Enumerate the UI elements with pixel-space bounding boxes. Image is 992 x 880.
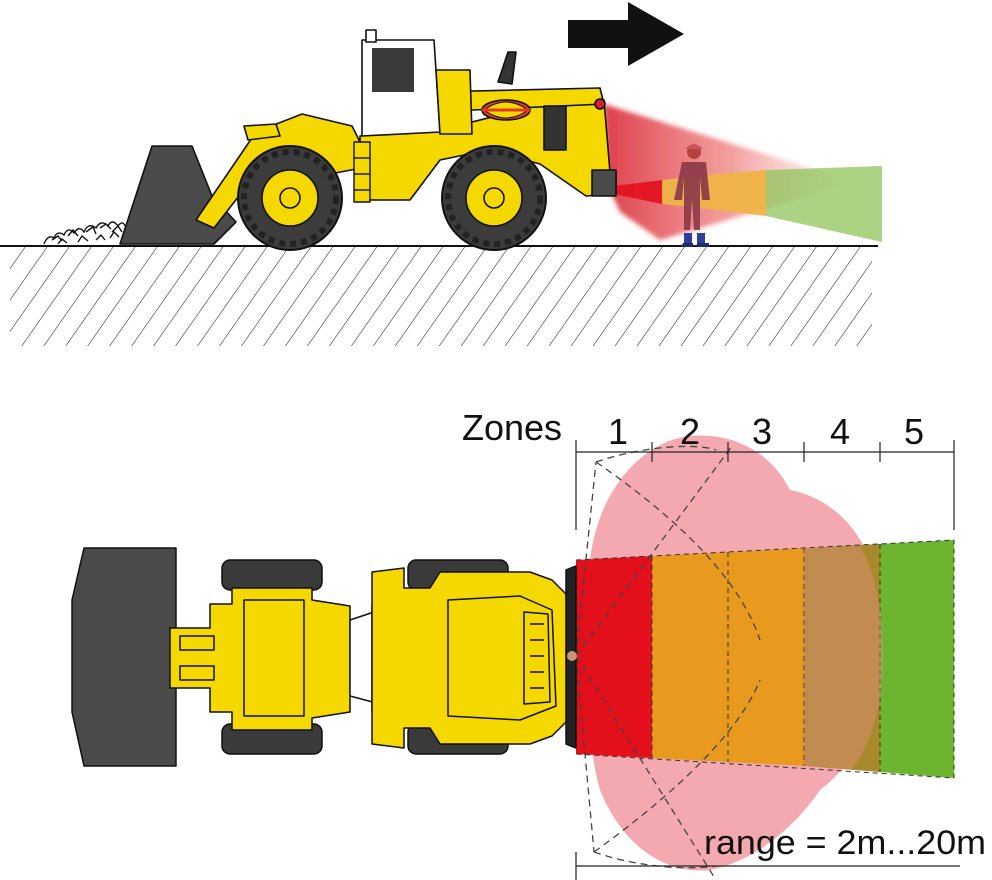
zone-3-band — [728, 548, 804, 766]
zone-label: 2 — [680, 411, 700, 452]
front-wheel — [441, 145, 547, 251]
radar-sensor-icon — [594, 98, 606, 110]
zones-title: Zones — [462, 407, 562, 448]
zone-labels: 1 2 3 4 5 — [608, 411, 924, 452]
zones-scale — [575, 440, 955, 530]
top-view: Zones 1 2 3 4 5 range = 2m...20m — [71, 407, 986, 880]
bucket-top — [71, 547, 177, 767]
ground-hatching — [10, 246, 872, 346]
zone-1-band — [576, 556, 652, 758]
zone-label: 3 — [752, 411, 772, 452]
zone-2-band — [652, 552, 728, 762]
rear-wheel — [237, 145, 343, 251]
zone-5-band — [880, 540, 954, 778]
zone-label: 5 — [904, 411, 924, 452]
material-pile — [43, 221, 129, 245]
arrow-right-icon — [568, 2, 684, 66]
range-label: range = 2m...20m — [704, 824, 986, 862]
brand-logo — [481, 99, 531, 121]
zone-label: 4 — [830, 411, 850, 452]
worker-icon — [674, 144, 710, 247]
zone-bands — [575, 539, 955, 779]
radar-beam-side — [604, 104, 836, 240]
zone-label: 1 — [608, 411, 628, 452]
wheel-loader-top — [71, 547, 577, 767]
radar-sector-lines — [575, 445, 761, 880]
zone-4-band — [804, 544, 880, 772]
side-view — [0, 2, 882, 346]
range-scale — [575, 852, 960, 880]
wheel-loader-side — [119, 29, 617, 245]
